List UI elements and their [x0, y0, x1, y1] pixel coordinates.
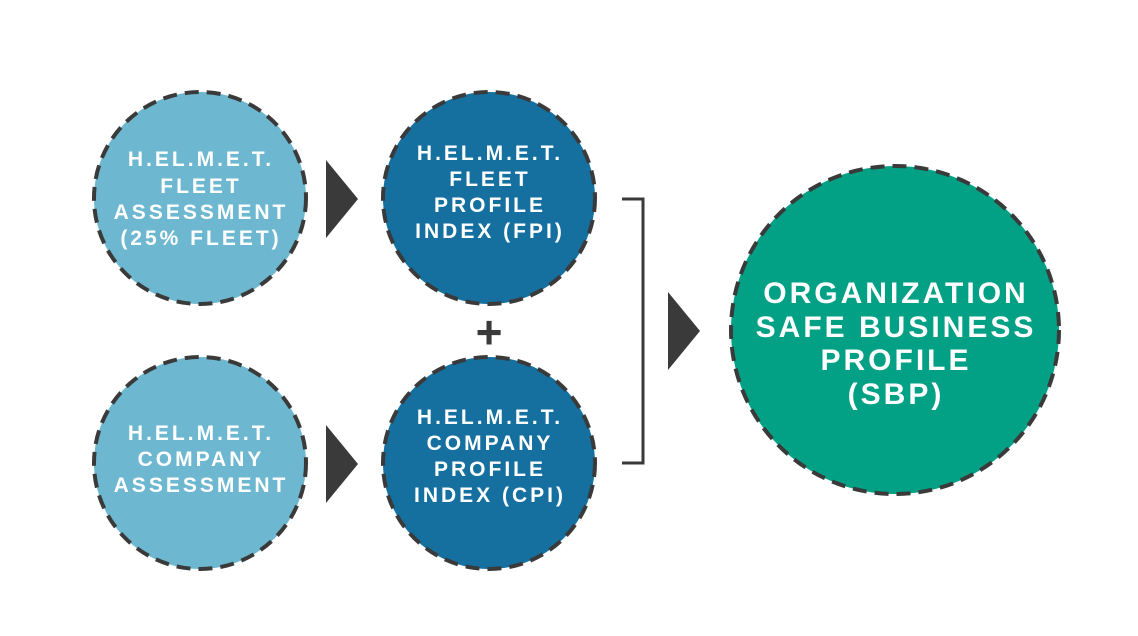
label-line: ORGANIZATION — [763, 277, 1028, 310]
label-line: INDEX (FPI) — [415, 220, 565, 243]
label-line: COMPANY — [138, 448, 265, 471]
label-line: H.EL.M.E.T. — [128, 148, 274, 171]
label-line: (SBP) — [848, 378, 945, 411]
label-line: FLEET — [449, 168, 531, 191]
fpi-label: H.EL.M.E.T. FLEET PROFILE INDEX (FPI) — [415, 142, 565, 243]
label-line: INDEX (CPI) — [414, 484, 566, 507]
company-assessment-circle — [92, 355, 308, 571]
cpi-label: H.EL.M.E.T. COMPANY PROFILE INDEX (CPI) — [414, 406, 566, 507]
label-line: (25% FLEET) — [120, 227, 281, 250]
arrow-top-icon — [326, 160, 358, 238]
label-line: H.EL.M.E.T. — [128, 422, 274, 445]
label-line: ASSESSMENT — [114, 474, 289, 497]
plus-sign: + — [476, 306, 503, 358]
label-line: ASSESSMENT — [114, 201, 289, 224]
label-line: PROFILE — [434, 458, 546, 481]
fpi-circle — [381, 90, 597, 306]
label-line: COMPANY — [427, 432, 554, 455]
label-line: H.EL.M.E.T. — [417, 406, 563, 429]
fleet-assessment-label: H.EL.M.E.T. FLEET ASSESSMENT (25% FLEET) — [114, 148, 289, 250]
bracket — [622, 197, 645, 465]
sbp-label: ORGANIZATION SAFE BUSINESS PROFILE (SBP) — [756, 277, 1037, 411]
label-line: FLEET — [160, 175, 242, 198]
label-line: SAFE BUSINESS — [756, 311, 1037, 344]
arrow-main-icon — [668, 292, 700, 370]
label-line: H.EL.M.E.T. — [417, 142, 563, 165]
label-line: PROFILE — [820, 344, 971, 377]
label-line: PROFILE — [434, 194, 546, 217]
company-assessment-label: H.EL.M.E.T. COMPANY ASSESSMENT — [114, 422, 289, 497]
fleet-assessment-circle — [92, 90, 308, 306]
cpi-circle — [381, 355, 597, 571]
arrow-bottom-icon — [326, 425, 358, 503]
sbp-circle — [729, 164, 1061, 496]
